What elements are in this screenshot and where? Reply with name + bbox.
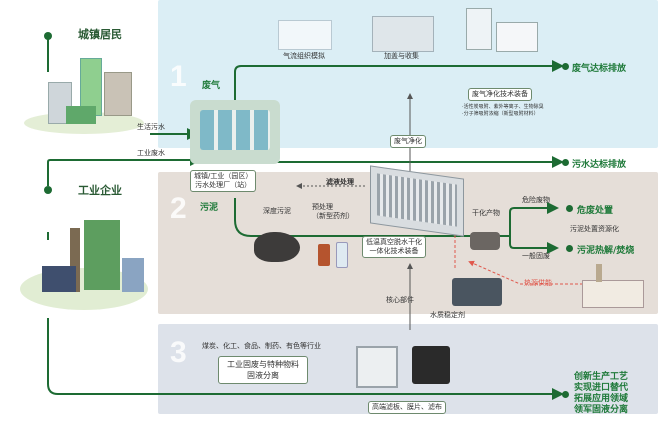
deep-sludge-label: 深度污泥 <box>263 207 291 215</box>
stage-2-number: 2 <box>170 192 187 225</box>
treatment-plant-illustration <box>190 100 280 164</box>
heat-pump-illustration <box>452 278 502 306</box>
heat-supply-label: 热源供能 <box>524 279 552 287</box>
chemical-bottle-icon <box>318 244 330 266</box>
gas-purify-notes: ·活性炭吸附、紫外等离子、生物除臭 ·分子筛吸附浓缩（新型吸附材料） <box>462 104 544 117</box>
cover-collect-label: 加盖与收集 <box>384 52 419 60</box>
core-parts-label: 核心部件 <box>386 296 414 304</box>
membrane-plate-illustration <box>412 346 450 384</box>
dry-product-illustration <box>470 232 500 250</box>
gas-purify-illustration <box>462 0 542 56</box>
stage-3-number: 3 <box>170 336 187 369</box>
industry-label: 工业企业 <box>78 184 122 197</box>
industrial-sewage-label: 工业废水 <box>137 149 165 157</box>
innovation-output: 创新生产工艺 实现进口替代 拓展应用领域 领军固液分离 <box>574 372 629 415</box>
industry-solid-box: 工业固废与特种物料 固液分离 <box>218 356 308 384</box>
filtrate-label: 滤液处理 <box>326 178 354 186</box>
general-waste-label: 一般固废 <box>522 252 550 260</box>
water-output-label: 污水达标排放 <box>572 160 627 170</box>
gas-purify-arrow-label: 废气净化 <box>390 135 426 148</box>
gas-output-label: 废气达标排放 <box>572 64 627 74</box>
gas-purify-box: 废气净化技术装备 <box>468 88 532 101</box>
sludge-blob-illustration <box>254 232 300 262</box>
domestic-sewage-label: 生活污水 <box>137 123 165 131</box>
incinerator-illustration <box>582 264 648 308</box>
hazard-output-dot <box>566 205 573 212</box>
airflow-sim-label: 气流组织模拟 <box>283 52 325 60</box>
stage-2-name: 污泥 <box>200 203 219 213</box>
general-output-dot <box>566 245 573 252</box>
industry-illustration <box>14 214 154 314</box>
cover-collect-illustration <box>372 16 434 52</box>
filter-plate-illustration <box>356 346 398 388</box>
dryer-box: 低温真空脱水干化 一体化技术装备 <box>362 236 426 258</box>
hazard-output-label: 危废处置 <box>577 206 614 216</box>
treatment-plant-label: 城镇/工业（园区） 污水处理厂（站） <box>190 170 257 192</box>
conditioning-label: 预处理 （新型药剂） <box>312 203 354 220</box>
industry-sectors-label: 煤炭、化工、食品、制药、有色等行业 <box>202 342 321 350</box>
dry-product-label: 干化产物 <box>472 209 500 217</box>
stage-1-name: 废气 <box>202 81 221 91</box>
gas-output-dot <box>562 63 569 70</box>
general-output-label: 污泥热解/焚烧 <box>577 246 635 256</box>
chemical-jar-icon <box>336 242 348 268</box>
hazard-reuse-label: 污泥处置资源化 <box>570 225 619 233</box>
water-output-dot <box>562 159 569 166</box>
stabilizer-label: 水质稳定剂 <box>430 311 465 319</box>
airflow-sim-illustration <box>278 20 332 50</box>
hazard-label: 危险废物 <box>522 196 550 204</box>
residents-label: 城镇居民 <box>78 28 122 41</box>
stage-1-number: 1 <box>170 60 187 93</box>
filter-parts-box: 高端滤板、膜片、滤布 <box>368 401 446 414</box>
innovation-output-dot <box>562 391 569 398</box>
residents-illustration <box>18 52 150 138</box>
